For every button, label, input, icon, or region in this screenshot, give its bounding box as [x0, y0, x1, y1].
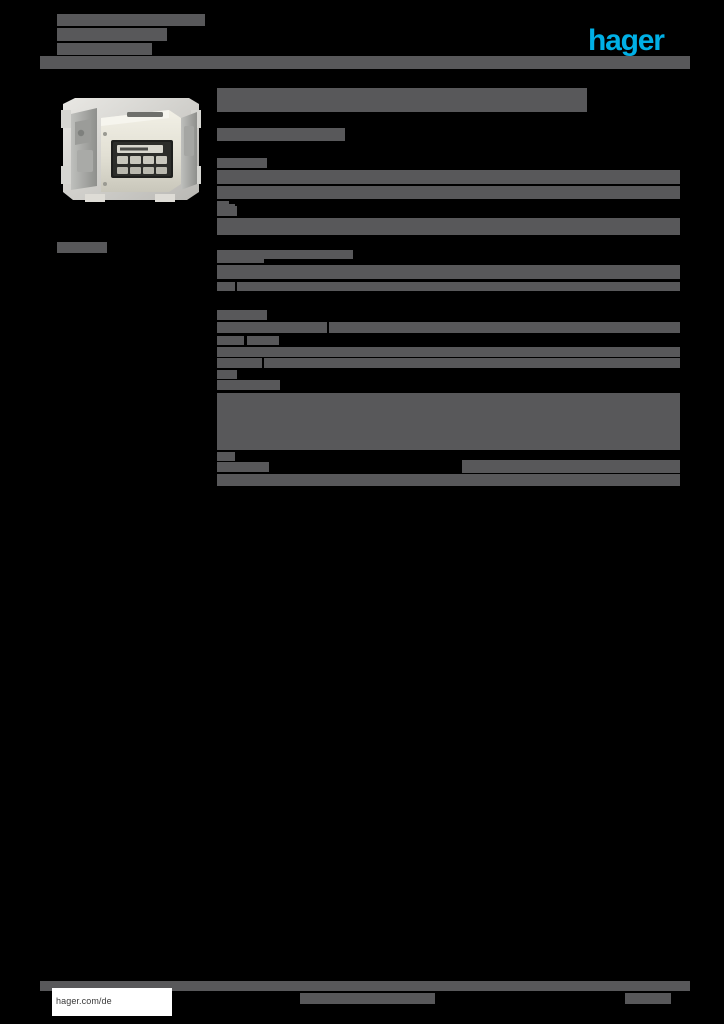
row-label [217, 462, 269, 472]
footer-page-number [625, 993, 671, 1004]
row-label [247, 336, 279, 345]
row-label-wide [217, 250, 353, 259]
row-value [237, 282, 680, 291]
row-bar [217, 170, 680, 184]
specification-table [217, 158, 680, 490]
page-title-heading [217, 88, 587, 112]
page-title-subheading [217, 128, 345, 141]
table-row [217, 250, 680, 282]
row-label [217, 358, 262, 368]
row-bar [217, 474, 680, 486]
header-doc-type [57, 14, 205, 26]
product-caption [57, 242, 107, 253]
table-row [217, 158, 680, 209]
table-row [217, 380, 680, 404]
hager-logo-text: hager [588, 24, 665, 57]
table-row [217, 310, 680, 336]
table-row [217, 358, 680, 380]
row-marker [217, 282, 235, 291]
table-row [217, 336, 680, 358]
hager-logo: hager [588, 24, 674, 57]
row-value [264, 358, 680, 368]
header-subline [57, 43, 152, 55]
row-marker [217, 452, 235, 461]
row-label [217, 158, 267, 168]
footer-note-2 [345, 993, 405, 1004]
footer-rule [40, 981, 690, 991]
row-block [217, 404, 680, 450]
header-reference [57, 28, 167, 41]
table-row [217, 282, 680, 302]
row-value [462, 460, 680, 473]
row-label [217, 380, 280, 390]
row-bar [217, 265, 680, 279]
row-marker [217, 204, 235, 212]
footer-url-box[interactable]: hager.com/de [52, 988, 172, 1016]
header-rule [40, 56, 690, 69]
row-label [217, 310, 267, 320]
row-bar [217, 347, 680, 357]
product-photo-icon [57, 88, 205, 212]
row-bar [217, 218, 680, 235]
row-marker [217, 370, 237, 379]
footer-url-text: hager.com/de [56, 996, 112, 1006]
table-row [217, 404, 680, 462]
table-gap [217, 302, 680, 316]
row-value [329, 322, 680, 333]
table-row [217, 460, 680, 490]
table-row [217, 204, 680, 235]
row-label [217, 322, 327, 333]
row-bar [217, 186, 680, 199]
row-marker [217, 336, 244, 345]
row-bar [217, 393, 680, 404]
